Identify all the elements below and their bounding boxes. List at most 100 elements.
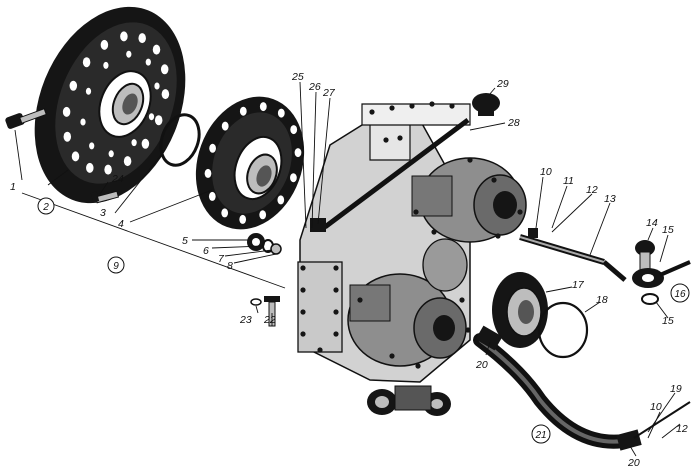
bolt-hole [161,89,170,100]
bolt-hole [69,80,78,91]
bolt-head [517,209,523,215]
bolt-hole [290,173,297,183]
bolt-hole [80,118,86,126]
flange-part-17 [492,272,548,348]
bolt-hole [152,44,161,55]
bolt-hole [294,148,302,158]
callout-labels: 1 2 3 4 5 6 7 8 9 10 11 12 13 14 15 16 1… [10,71,690,469]
bolt-hole [154,115,163,126]
bolt-hole [103,61,109,69]
callout-19: 19 [670,383,682,395]
bolt-head [459,297,465,303]
nut-part-7 [270,243,282,255]
callout-10-bottom: 10 [650,401,662,413]
bolt-hole [259,210,267,220]
bolt-head [369,109,375,115]
bolt-head [333,287,339,293]
bolt-hole [204,168,212,178]
bolt-hole [108,150,114,158]
bolt-head [397,135,403,141]
bolt-head [300,287,306,293]
callout-3: 3 [100,207,106,219]
bolt-head [449,103,455,109]
flywheel-disk [34,6,186,204]
callout-17: 17 [572,279,585,291]
bolt-hole [100,39,109,50]
bolt-hole [123,156,132,167]
bolt-hole [208,191,216,201]
bolt-hole [290,125,298,135]
bolt-hole [239,106,247,116]
bolt-head [413,209,419,215]
gearbox-housing [297,101,527,416]
bolt-part-1 [5,108,47,129]
bolt-hole [131,139,137,147]
bolt-hole [221,208,229,218]
bolt-hole [71,151,80,162]
callout-29: 29 [496,78,509,90]
callout-20-top: 20 [475,359,488,371]
bolt-hole [126,50,132,58]
callout-13: 13 [604,193,616,205]
bolt-head [431,229,437,235]
bolt-head [415,363,421,369]
bolt-head [429,101,435,107]
callout-8: 8 [227,260,233,272]
bolt-hole [86,162,94,173]
callout-2: 2 [42,202,49,213]
clutch-plate [195,96,305,230]
bolt-head [409,103,415,109]
rod-part-28 [323,117,470,230]
bolt-hole [120,31,128,42]
callout-27: 27 [322,87,336,99]
bolt-head [389,105,395,111]
bolt-hole [141,138,150,149]
callout-24: 24 [111,173,124,185]
bottom-valve [367,385,451,416]
o-ring-part-18 [537,301,589,359]
bolt-hole [277,108,285,118]
callout-23: 23 [239,314,252,326]
callout-6: 6 [203,245,209,257]
bolt-hole [63,131,72,142]
bolt-head [333,331,339,337]
bolt-hole [148,113,155,121]
sensor-part-27 [310,218,326,232]
bolt-head [300,309,306,315]
bolt-hole [277,195,285,205]
bolt-head [317,347,323,353]
callout-4: 4 [118,218,124,230]
bolt-head [357,297,363,303]
callout-22: 22 [263,314,276,326]
callout-5: 5 [182,235,188,247]
bolt-head [383,137,389,143]
callout-26: 26 [308,81,321,93]
bolt-head [495,233,501,239]
hose-part-21 [473,325,691,451]
bolt-hole [138,33,146,44]
banjo-fitting [602,240,691,305]
callout-12-bottom: 12 [676,423,688,435]
callout-25: 25 [291,71,304,83]
bolt-head [465,327,471,333]
callout-21: 21 [534,430,546,441]
callout-16: 16 [674,289,686,300]
bolt-hole [209,143,216,153]
callout-12-top: 12 [586,184,598,196]
callout-1: 1 [10,181,16,193]
bolt-hole [154,82,160,90]
callout-20-bottom: 20 [627,457,640,469]
pipe-part-13 [519,228,605,265]
callout-15-bottom: 15 [662,315,674,327]
bolt-hole [89,142,95,150]
bolt-part-24 [90,190,120,204]
bolt-hole [82,57,91,68]
callout-10-top: 10 [540,166,552,178]
bolt-hole [145,58,151,66]
bolt-hole [221,121,229,131]
callout-18: 18 [596,294,608,306]
bolt-head [333,309,339,315]
bolt-hole [62,106,71,117]
